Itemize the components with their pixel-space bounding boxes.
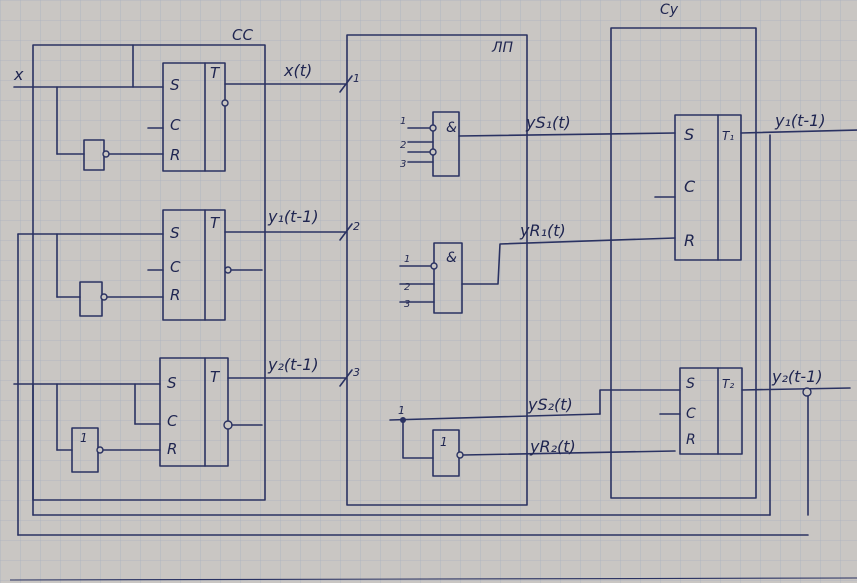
- cc-wiring: x x(t) y₁(t-1) y₂(t-1): [9, 44, 857, 581]
- input-x-label: x: [13, 65, 24, 84]
- bus-number-2: 2: [353, 220, 360, 233]
- y1-output-label: y₁(t-1): [774, 111, 826, 130]
- output-flipflop-1-t-pin: T₁: [722, 129, 734, 143]
- gate-2-input-2: 2: [404, 282, 410, 293]
- flipflop-1-c-pin: C: [170, 116, 181, 134]
- output-flipflop-2-r-pin: R: [686, 432, 696, 448]
- flipflop-2-s-pin: S: [170, 224, 180, 242]
- flipflop-3-t-pin: T: [210, 368, 221, 386]
- lp-block-label: ЛП: [491, 40, 514, 56]
- bus-markers: 1 2 3: [339, 72, 360, 387]
- lp-block: ЛП: [346, 34, 528, 506]
- inverter-3-label: 1: [80, 431, 88, 445]
- gate-2-input-1: 1: [404, 254, 410, 265]
- flipflop-3-c-pin: C: [167, 412, 178, 430]
- x-t-signal-label: x(t): [283, 61, 312, 80]
- logic-gate-3-symbol: 1: [440, 435, 448, 449]
- logic-gate-3: 1 1 yS₂(t) yR₂(t): [389, 395, 676, 477]
- gate-1-input-1: 1: [400, 116, 406, 127]
- ys2-signal-label: yS₂(t): [527, 395, 573, 414]
- cy-block: Cу: [610, 2, 757, 499]
- y1-prev-signal-label: y₁(t-1): [267, 207, 319, 226]
- output-flipflop-2-t-pin: T₂: [722, 377, 734, 391]
- flipflop-2-r-pin: R: [170, 286, 180, 304]
- cc-block: CC: [32, 26, 266, 501]
- flipflop-1-s-pin: S: [170, 76, 180, 94]
- gate-1-input-3: 3: [400, 159, 406, 170]
- output-flipflop-1-c-pin: C: [684, 177, 696, 196]
- output-flipflop-1: S C R T₁ y₁(t-1): [654, 111, 857, 261]
- cy-block-label: Cу: [660, 2, 679, 18]
- gate-3-input-label: 1: [398, 404, 405, 417]
- logic-gate-1-symbol: &: [446, 120, 457, 136]
- output-flipflop-2-s-pin: S: [686, 376, 695, 392]
- flipflop-1-r-pin: R: [170, 146, 180, 164]
- output-flipflop-1-r-pin: R: [684, 231, 695, 250]
- flipflop-2-t-pin: T: [210, 214, 221, 232]
- flipflop-3-r-pin: R: [167, 440, 177, 458]
- ys1-signal-label: yS₁(t): [525, 113, 571, 132]
- gate-1-input-2: 2: [400, 140, 406, 151]
- logic-gate-1: & 1 2 3 yS₁(t): [400, 111, 676, 177]
- gate-2-input-3: 3: [404, 299, 410, 310]
- yr1-signal-label: yR₁(t): [519, 221, 566, 240]
- y2-prev-signal-label: y₂(t-1): [267, 355, 319, 374]
- yr2-signal-label: yR₂(t): [529, 437, 576, 456]
- logic-gate-2: & 1 2 3 yR₁(t): [399, 221, 676, 314]
- logic-gate-2-symbol: &: [446, 250, 457, 266]
- output-flipflop-2-c-pin: C: [686, 406, 696, 422]
- flipflop-2: S C R T: [162, 209, 232, 321]
- bus-number-1: 1: [353, 72, 360, 85]
- output-flipflop-2: S C R T₂ y₂(t-1): [599, 367, 851, 455]
- flipflop-1: S C R T: [162, 62, 229, 172]
- bus-number-3: 3: [353, 366, 360, 379]
- flipflop-1-t-pin: T: [210, 64, 221, 82]
- flipflop-3-s-pin: S: [167, 374, 177, 392]
- flipflop-2-c-pin: C: [170, 258, 181, 276]
- flipflop-3: S C R T: [159, 357, 233, 467]
- output-flipflop-1-s-pin: S: [684, 125, 694, 144]
- cc-block-label: CC: [232, 26, 253, 44]
- y2-output-label: y₂(t-1): [771, 367, 823, 386]
